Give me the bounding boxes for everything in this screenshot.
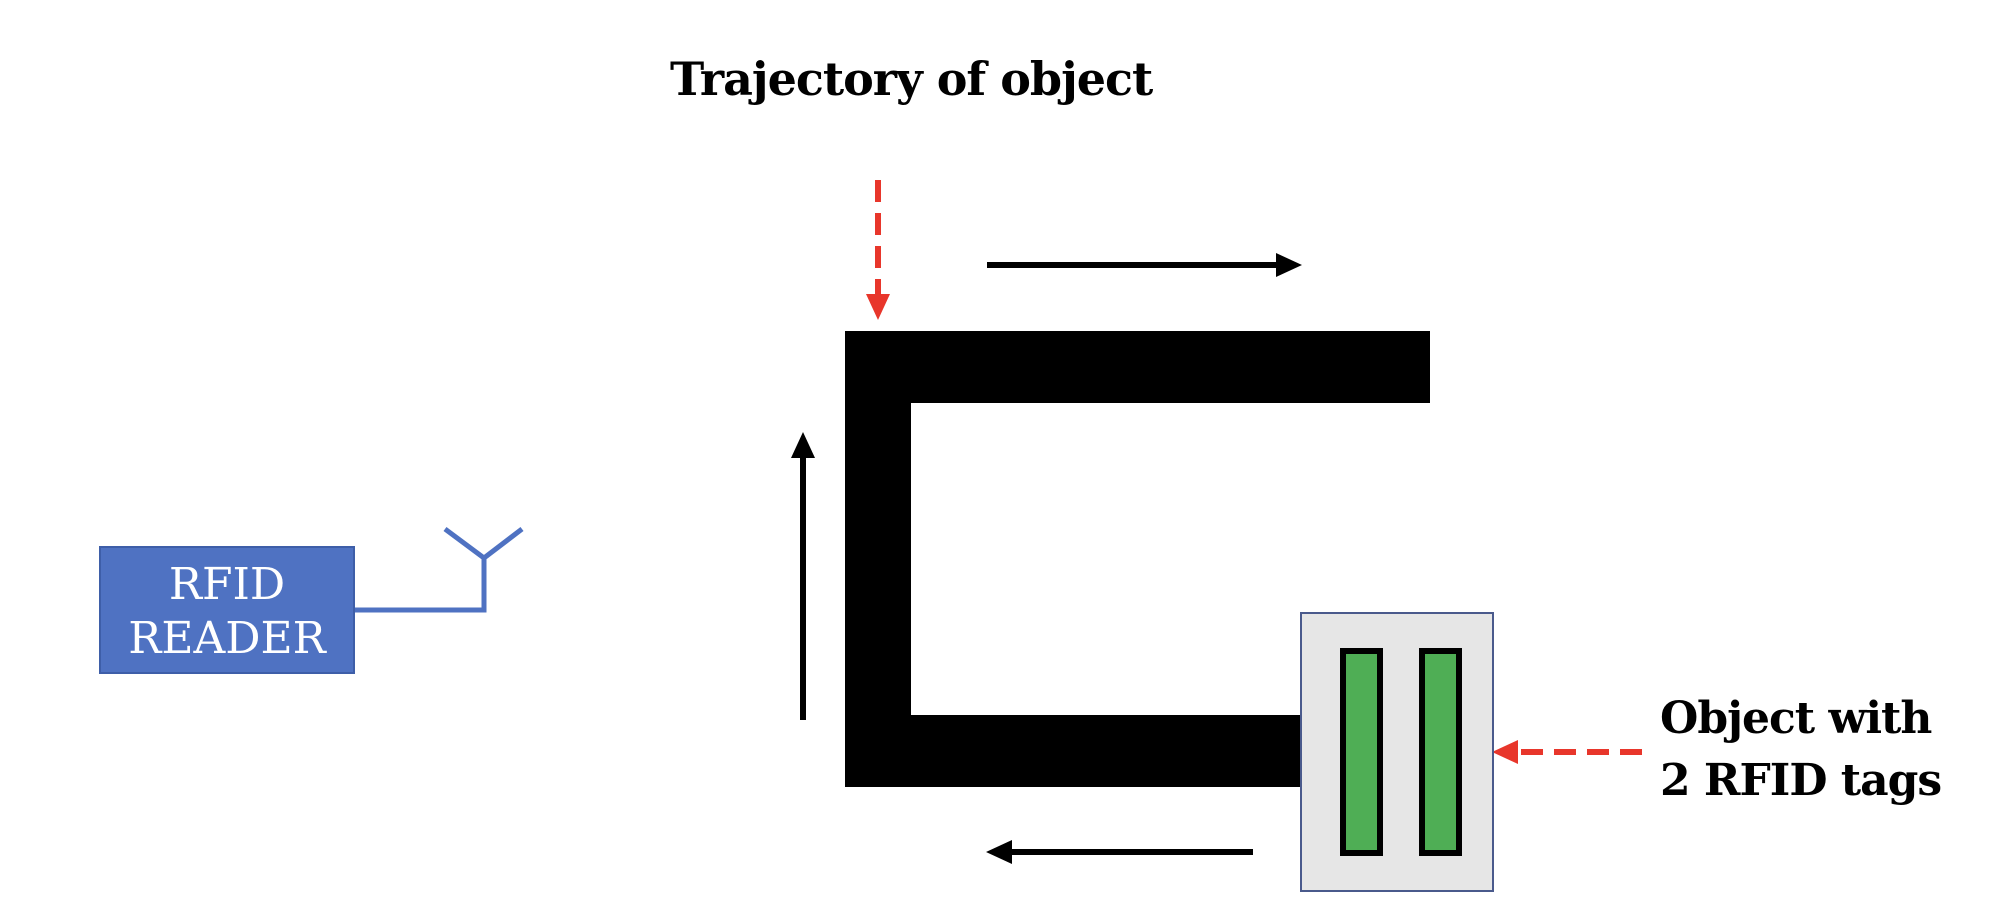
reader-label-line1: RFID: [168, 559, 286, 610]
motion-arrow-right: [987, 253, 1302, 277]
pointer-arrow-down: [866, 180, 890, 320]
trajectory-title: Trajectory of object: [670, 52, 1153, 106]
object-label: Object with 2 RFID tags: [1660, 688, 1942, 812]
motion-arrow-left: [986, 840, 1253, 864]
track-bottom-bar: [845, 715, 1305, 787]
object-box: [1300, 612, 1494, 892]
reader-label-line2: READER: [128, 613, 326, 664]
track-left-bar: [845, 331, 911, 787]
rfid-tag-1: [1340, 648, 1383, 856]
object-label-line1: Object with: [1660, 693, 1932, 744]
rfid-reader-box: RFID READER: [99, 546, 355, 674]
rfid-tag-2: [1419, 648, 1462, 856]
track-top-bar: [845, 331, 1430, 403]
track-path: [845, 331, 1430, 787]
object-label-line2: 2 RFID tags: [1660, 755, 1942, 806]
antenna-icon: [354, 526, 524, 613]
motion-arrow-up: [791, 432, 815, 720]
pointer-arrow-left: [1492, 740, 1642, 764]
